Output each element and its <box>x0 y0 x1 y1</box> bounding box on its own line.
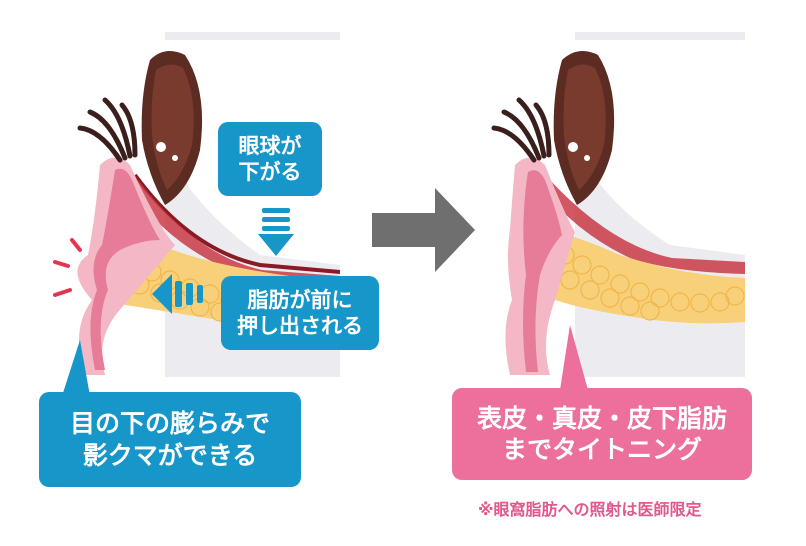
callout-result-after-line1: 表皮・真皮・皮下脂肪 <box>476 403 727 433</box>
dermis-layer <box>90 168 160 370</box>
right-arrow-icon <box>372 188 475 272</box>
eye-iris-inner-after <box>563 64 606 190</box>
impact-lines-icon <box>53 238 82 297</box>
fat-pad-after <box>545 230 745 324</box>
footnote: ※眼窩脂肪への照射は医師限定 <box>478 500 702 519</box>
eye-highlight-after <box>568 142 578 152</box>
callout-pointer-after <box>560 325 588 390</box>
callout-eyeball-down: 眼球が 下がる <box>218 122 322 196</box>
eyelashes <box>77 97 138 163</box>
callout-result-after: 表皮・真皮・皮下脂肪 までタイトニング <box>452 388 752 480</box>
down-arrow-icon <box>258 208 294 256</box>
fat-cells-after <box>555 245 745 321</box>
callout-result-before-line1: 目の下の膨らみで <box>69 409 270 439</box>
callout-result-before-line2: 影クマができる <box>82 440 258 470</box>
eye-highlight <box>156 142 166 152</box>
eye-iris-inner <box>151 64 194 190</box>
callout-fat-pushed-line2: 押し出される <box>237 314 363 338</box>
left-arrow-icon <box>152 274 203 314</box>
lower-lid-red-after <box>540 178 745 274</box>
callout-eyeball-down-line2: 下がる <box>238 160 302 184</box>
callout-eyeball-down-line1: 眼球が <box>238 133 302 158</box>
eye-highlight-small-after <box>584 155 590 161</box>
lower-lid-line <box>133 173 341 274</box>
callout-fat-pushed-line1: 脂肪が前に <box>247 287 353 312</box>
eye-highlight-small <box>172 155 178 161</box>
dermis-layer-after <box>523 170 562 372</box>
eyelashes-after <box>491 97 552 163</box>
lower-lid-red <box>130 180 340 286</box>
callout-fat-pushed: 脂肪が前に 押し出される <box>221 276 379 350</box>
callout-result-before: 目の下の膨らみで 影クマができる <box>39 392 301 487</box>
after-panel <box>491 32 745 390</box>
skin-layer <box>77 157 175 375</box>
callout-pointer-before <box>62 340 90 396</box>
callout-result-after-line2: までタイトニング <box>501 435 702 464</box>
